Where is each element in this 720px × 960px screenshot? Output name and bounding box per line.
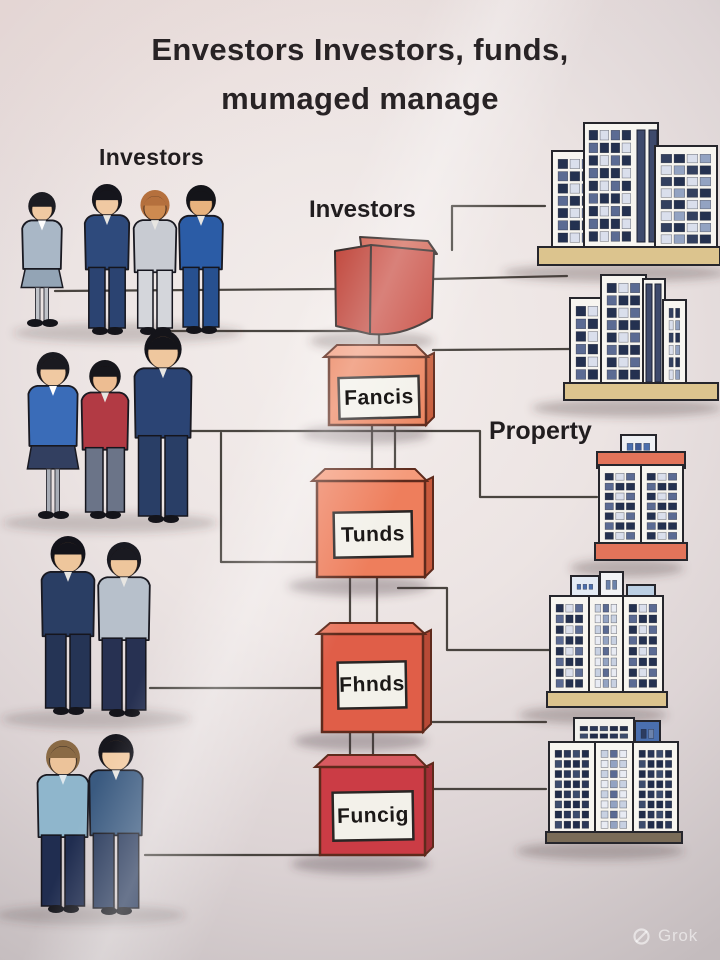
person-illustration	[133, 330, 193, 523]
person-illustration	[88, 734, 144, 915]
person-illustration	[83, 184, 131, 335]
person-illustration	[132, 190, 178, 335]
funnel-illustration	[310, 236, 438, 351]
building-1-illustration	[502, 122, 720, 282]
people-group-4-illustration	[0, 734, 185, 925]
building-4-illustration	[518, 571, 668, 724]
label-property: Property	[489, 417, 592, 445]
grok-circle-slash-icon	[633, 927, 650, 945]
building-5-illustration	[515, 717, 685, 860]
person-illustration	[178, 185, 224, 334]
person-illustration	[20, 192, 64, 327]
fund-box-4-illustration	[291, 754, 434, 874]
person-illustration	[36, 740, 90, 913]
people-group-2-illustration	[2, 330, 218, 533]
page-title: Envestors Investors, funds, mumaged mana…	[0, 25, 720, 123]
fund-box-2-illustration	[287, 468, 434, 596]
label-investors-left: Investors	[99, 144, 204, 170]
title-line2: mumaged manage	[221, 81, 499, 116]
fund-box-1-label: Fancis	[343, 385, 415, 410]
people-group-3-illustration	[1, 536, 191, 729]
person-illustration	[26, 352, 80, 519]
person-illustration	[80, 360, 130, 519]
people-group-1-illustration	[13, 184, 243, 343]
fund-box-4-label: Funcig	[336, 803, 410, 828]
label-investors-middle: Investors	[309, 196, 416, 223]
person-illustration	[40, 536, 96, 715]
building-2-illustration	[531, 274, 720, 417]
grok-watermark-text: Grok	[657, 926, 698, 945]
building-3-illustration	[569, 434, 688, 577]
grok-watermark: Grok	[632, 926, 698, 946]
title-line1: Envestors Investors, funds,	[151, 32, 569, 67]
fund-box-3-illustration	[293, 622, 432, 751]
fund-box-2-label: Tunds	[340, 522, 406, 547]
person-illustration	[97, 542, 151, 717]
fund-box-1-illustration	[301, 344, 435, 444]
fund-box-3-label: Fhnds	[338, 672, 406, 697]
